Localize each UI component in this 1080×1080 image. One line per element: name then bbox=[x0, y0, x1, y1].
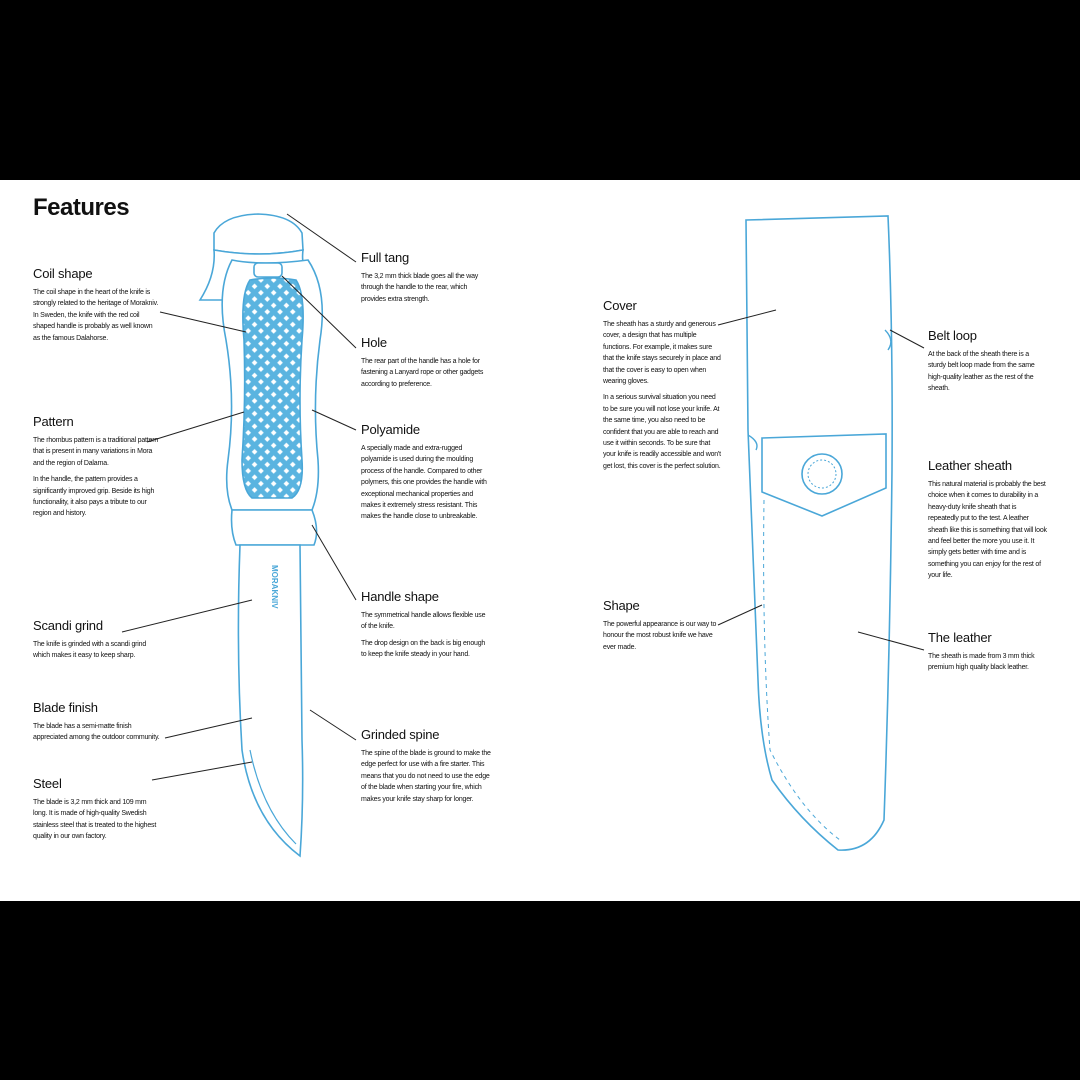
feature-text: A specially made and extra-rugged polyam… bbox=[361, 445, 487, 521]
belt-loop-edge bbox=[884, 329, 892, 351]
feature-text: The symmetrical handle allows flexible u… bbox=[361, 612, 486, 631]
feature-text: The blade is 3,2 mm thick and 109 mm lon… bbox=[33, 799, 157, 841]
feature-title: Coil shape bbox=[33, 266, 93, 281]
feature-coil-shape: Coil shape The coil shape in the heart o… bbox=[33, 266, 161, 349]
rhombus-pattern-insert bbox=[241, 277, 304, 499]
feature-title: Blade finish bbox=[33, 700, 98, 715]
feature-title: Full tang bbox=[361, 250, 410, 265]
sheath-drawing bbox=[745, 215, 893, 851]
feature-scandi-grind: Scandi grind The knife is grinded with a… bbox=[33, 618, 161, 667]
feature-polyamide: Polyamide A specially made and extra-rug… bbox=[361, 422, 491, 528]
feature-title: The leather bbox=[928, 630, 992, 645]
feature-belt-loop: Belt loop At the back of the sheath ther… bbox=[928, 328, 1048, 400]
feature-title: Leather sheath bbox=[928, 458, 1012, 473]
feature-text: In the handle, the pattern provides a si… bbox=[33, 476, 155, 518]
feature-text: The spine of the blade is ground to make… bbox=[361, 750, 491, 803]
feature-text: The blade has a semi-matte finish apprec… bbox=[33, 723, 160, 742]
feature-text: At the back of the sheath there is a stu… bbox=[928, 351, 1035, 393]
knife-drawing: MORAKNIV bbox=[198, 213, 324, 858]
feature-text: The coil shape in the heart of the knife… bbox=[33, 289, 159, 342]
feature-the-leather: The leather The sheath is made from 3 mm… bbox=[928, 630, 1048, 679]
feature-title: Scandi grind bbox=[33, 618, 103, 633]
feature-text: The powerful appearance is our way to ho… bbox=[603, 621, 717, 651]
feature-title: Hole bbox=[361, 335, 387, 350]
feature-cover: Cover The sheath has a sturdy and genero… bbox=[603, 298, 721, 477]
feature-title: Shape bbox=[603, 598, 640, 613]
feature-full-tang: Full tang The 3,2 mm thick blade goes al… bbox=[361, 250, 489, 310]
feature-text: The sheath is made from 3 mm thick premi… bbox=[928, 653, 1035, 672]
handle-butt bbox=[213, 213, 304, 255]
feature-text: The rear part of the handle has a hole f… bbox=[361, 358, 484, 388]
feature-title: Handle shape bbox=[361, 589, 439, 604]
feature-grinded-spine: Grinded spine The spine of the blade is … bbox=[361, 727, 491, 810]
feature-shape: Shape The powerful appearance is our way… bbox=[603, 598, 721, 658]
feature-pattern: Pattern The rhombus pattern is a traditi… bbox=[33, 414, 161, 525]
feature-text: The drop design on the back is big enoug… bbox=[361, 639, 486, 659]
feature-text: In a serious survival situation you need… bbox=[603, 394, 721, 470]
feature-title: Cover bbox=[603, 298, 637, 313]
lanyard-hole bbox=[253, 262, 283, 278]
feature-handle-shape: Handle shape The symmetrical handle allo… bbox=[361, 589, 491, 666]
feature-blade-finish: Blade finish The blade has a semi-matte … bbox=[33, 700, 161, 749]
feature-title: Grinded spine bbox=[361, 727, 440, 742]
feature-hole: Hole The rear part of the handle has a h… bbox=[361, 335, 489, 395]
feature-text: The knife is grinded with a scandi grind… bbox=[33, 641, 147, 660]
grind-line bbox=[249, 749, 297, 845]
feature-text: The rhombus pattern is a traditional pat… bbox=[33, 437, 159, 467]
feature-title: Pattern bbox=[33, 414, 74, 429]
blade bbox=[237, 544, 304, 858]
blade-marking: MORAKNIV bbox=[270, 565, 279, 609]
feature-steel: Steel The blade is 3,2 mm thick and 109 … bbox=[33, 776, 161, 848]
handle-guard bbox=[230, 509, 318, 546]
feature-leather-sheath: Leather sheath This natural material is … bbox=[928, 458, 1048, 587]
feature-page: MORAKNIV bbox=[0, 180, 1080, 901]
page-title: Features bbox=[33, 194, 130, 221]
feature-title: Steel bbox=[33, 776, 62, 791]
feature-text: The 3,2 mm thick blade goes all the way … bbox=[361, 273, 479, 303]
knife-and-sheath-illustration: MORAKNIV bbox=[121, 213, 925, 858]
sheath-body bbox=[745, 215, 893, 851]
leader-lines bbox=[121, 213, 925, 781]
feature-title: Polyamide bbox=[361, 422, 420, 437]
feature-text: This natural material is probably the be… bbox=[928, 481, 1047, 580]
feature-text: The sheath has a sturdy and generous cov… bbox=[603, 321, 721, 386]
feature-title: Belt loop bbox=[928, 328, 977, 343]
